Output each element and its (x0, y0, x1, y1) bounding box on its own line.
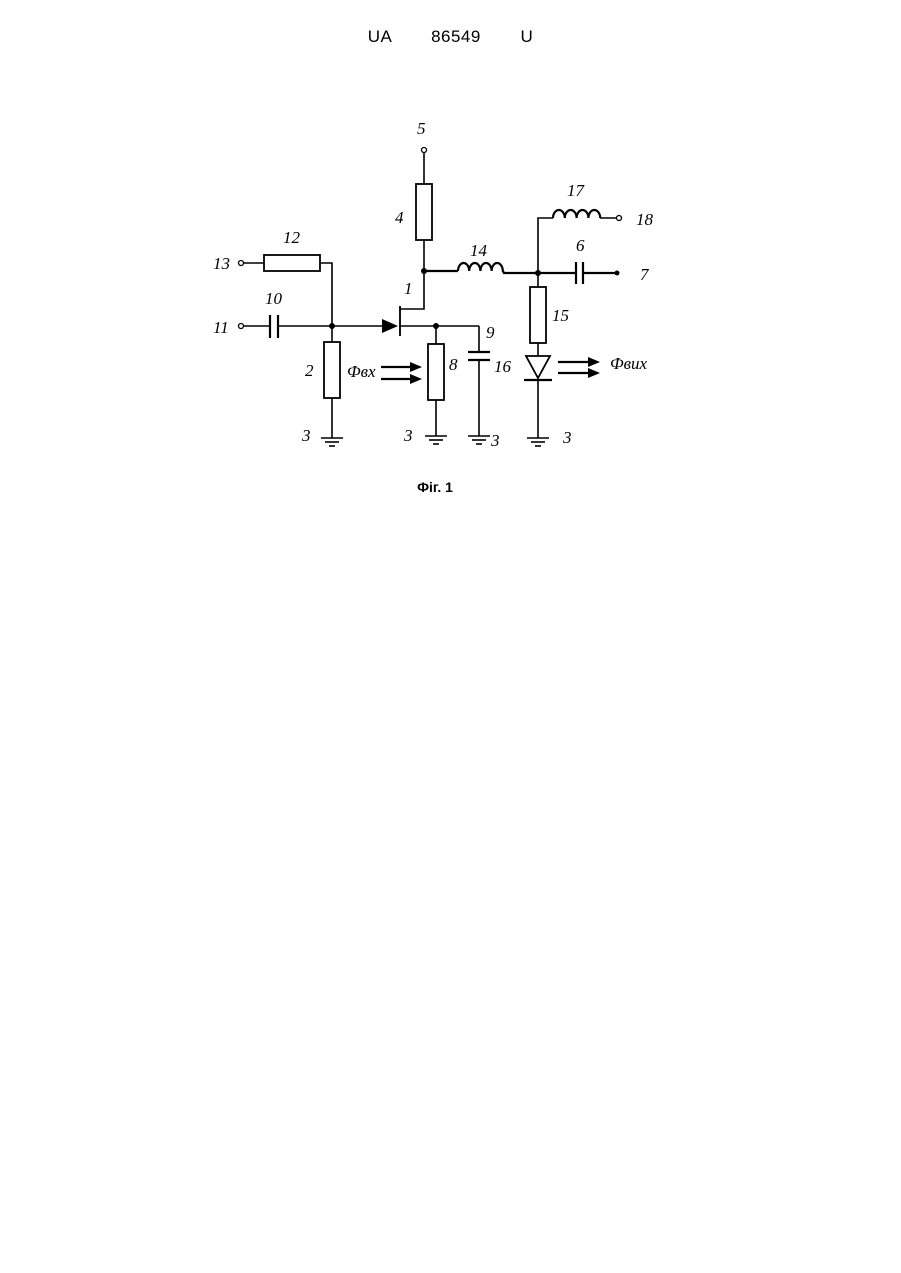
terminal-11 (239, 324, 244, 329)
terminal-13 (239, 261, 244, 266)
junction-dot (433, 323, 439, 329)
label-14: 14 (470, 241, 488, 260)
gate-arrow-icon (382, 319, 398, 333)
label-3: 3 (562, 428, 572, 447)
label-phi-out: Фвих (610, 354, 648, 373)
ground-icon (321, 438, 343, 446)
resistor-8 (428, 344, 444, 400)
label-4: 4 (395, 208, 404, 227)
junction-dot (535, 270, 541, 276)
ground-icon (468, 436, 490, 444)
label-15: 15 (552, 306, 569, 325)
inductor-14 (458, 263, 504, 273)
junction-dot (329, 323, 335, 329)
label-17: 17 (567, 181, 586, 200)
label-phi-in: Фвх (347, 362, 376, 381)
label-6: 6 (576, 236, 585, 255)
circuit-diagram: 5 4 1 12 13 10 11 2 3 Фвх 8 3 9 3 14 17 … (0, 0, 901, 520)
label-7: 7 (640, 265, 650, 284)
label-8: 8 (449, 355, 458, 374)
terminal-5 (422, 148, 427, 153)
label-18: 18 (636, 210, 654, 229)
resistor-4 (416, 184, 432, 240)
terminal-18 (617, 216, 622, 221)
capacitor-10 (270, 315, 278, 338)
label-2: 2 (305, 361, 314, 380)
label-1: 1 (404, 279, 413, 298)
label-3: 3 (301, 426, 311, 445)
ground-icon (425, 436, 447, 444)
input-light-arrows-icon (381, 362, 422, 384)
transistor-1 (382, 306, 400, 336)
label-3: 3 (403, 426, 413, 445)
label-3: 3 (490, 431, 500, 450)
label-12: 12 (283, 228, 301, 247)
ground-icon (527, 438, 549, 446)
junction-dot (615, 271, 620, 276)
capacitor-9 (468, 352, 490, 360)
figure-caption: Фіг. 1 (0, 479, 870, 495)
label-16: 16 (494, 357, 512, 376)
junction-dot (421, 268, 427, 274)
output-light-arrows-icon (558, 357, 600, 378)
diode-16 (524, 356, 552, 380)
label-10: 10 (265, 289, 283, 308)
label-13: 13 (213, 254, 230, 273)
label-9: 9 (486, 323, 495, 342)
label-5: 5 (417, 119, 426, 138)
resistor-15 (530, 287, 546, 343)
resistor-12 (264, 255, 320, 271)
resistor-2 (324, 342, 340, 398)
inductor-17 (553, 210, 600, 218)
label-11: 11 (213, 318, 229, 337)
capacitor-6 (576, 262, 583, 284)
